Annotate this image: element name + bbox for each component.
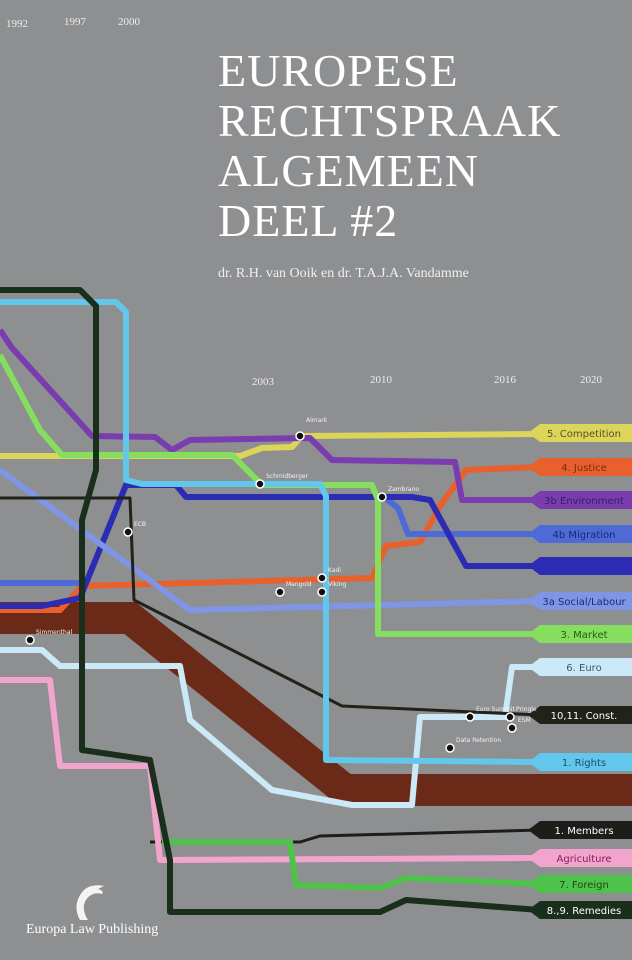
line-tag-label: 4. Justice bbox=[561, 463, 607, 474]
station-stop bbox=[123, 527, 133, 537]
line-4b-migration bbox=[0, 491, 540, 586]
line-tag-label: 8.,9. Remedies bbox=[547, 906, 621, 917]
dolphin-icon bbox=[76, 885, 104, 920]
station-label: Kadi bbox=[328, 567, 341, 574]
line-tag-label: 10,11. Const. bbox=[551, 711, 618, 722]
line-tag bbox=[528, 706, 632, 724]
line-tag bbox=[528, 557, 632, 575]
station-label: Data Retention bbox=[456, 737, 501, 744]
title-line: ALGEMEEN bbox=[218, 145, 479, 196]
station-label: Schmidberger bbox=[266, 473, 309, 480]
line-tag bbox=[528, 849, 632, 867]
year-label: 2010 bbox=[370, 374, 392, 386]
line-tag bbox=[528, 753, 632, 771]
year-label: 2000 bbox=[118, 16, 140, 28]
line-tag-label: 5. Competition bbox=[547, 429, 621, 440]
line-1-rights bbox=[0, 299, 541, 765]
line-tag-label: 7. Foreign bbox=[559, 880, 609, 891]
authors: dr. R.H. van Ooik en dr. T.A.J.A. Vandam… bbox=[218, 266, 469, 281]
station-stop bbox=[317, 573, 327, 583]
station-stop bbox=[465, 712, 475, 722]
line-tag bbox=[528, 901, 632, 919]
line-tag-label: 1. Members bbox=[554, 826, 613, 837]
station-stop bbox=[255, 479, 265, 489]
station-stop bbox=[377, 492, 387, 502]
station-label: ESM bbox=[518, 717, 531, 724]
line-tag-label: 4b Migration bbox=[552, 530, 615, 541]
station-label: Almark bbox=[306, 417, 328, 424]
line-3b-environment bbox=[0, 328, 540, 503]
station-stop bbox=[507, 723, 517, 733]
line-tag-label: 1. Rights bbox=[562, 758, 606, 769]
line-tag bbox=[528, 491, 632, 509]
line-tag bbox=[528, 592, 632, 610]
station-stop bbox=[505, 712, 515, 722]
line-tag-label: 6. Euro bbox=[566, 663, 601, 674]
station-stop bbox=[25, 635, 35, 645]
title-line: RECHTSPRAAK bbox=[218, 95, 562, 146]
line-tag-label: 3b Environment bbox=[544, 496, 624, 507]
line-tag bbox=[528, 875, 632, 893]
station-label: Mangold bbox=[286, 581, 312, 588]
line-8-9-remedies bbox=[0, 287, 541, 915]
publisher-name: Europa Law Publishing bbox=[26, 922, 159, 937]
station-label: Zambrano bbox=[388, 486, 419, 493]
year-label: 2003 bbox=[252, 376, 274, 388]
line-tag bbox=[528, 525, 632, 543]
station-label: Pringle bbox=[516, 706, 537, 713]
line-tag-label: 3. Market bbox=[560, 630, 607, 641]
line-tag-label: 3a Social/Labour bbox=[542, 597, 626, 608]
year-label: 2016 bbox=[494, 374, 516, 386]
line-tag bbox=[528, 821, 632, 839]
book-title: EUROPESE RECHTSPRAAK ALGEMEEN DEEL #2 bbox=[218, 46, 561, 246]
station-stop bbox=[317, 587, 327, 597]
year-label: 1992 bbox=[6, 18, 28, 30]
line-unlabeled bbox=[0, 482, 540, 609]
treaty-band bbox=[0, 602, 632, 806]
line-tag bbox=[528, 658, 632, 676]
year-label: 1997 bbox=[64, 16, 86, 28]
station-label: Euro Summit bbox=[476, 706, 515, 713]
line-6-euro bbox=[0, 647, 540, 808]
station-stop bbox=[295, 431, 305, 441]
line-7-foreign bbox=[162, 839, 541, 891]
station-stop bbox=[445, 743, 455, 753]
station-label: Simmenthal bbox=[36, 629, 72, 636]
line-agriculture bbox=[0, 677, 541, 863]
line-tag bbox=[528, 458, 632, 476]
title-line: EUROPESE bbox=[218, 45, 459, 96]
station-label: Viking bbox=[328, 581, 347, 588]
year-label: 2020 bbox=[580, 374, 602, 386]
title-line: DEEL #2 bbox=[218, 195, 399, 246]
line-3a-social-labour bbox=[0, 467, 541, 613]
station-label: ECB bbox=[134, 521, 146, 528]
line-tag bbox=[528, 625, 632, 643]
line-tag bbox=[528, 424, 632, 442]
line-tag-label: Agriculture bbox=[557, 854, 612, 865]
station-stop bbox=[275, 587, 285, 597]
